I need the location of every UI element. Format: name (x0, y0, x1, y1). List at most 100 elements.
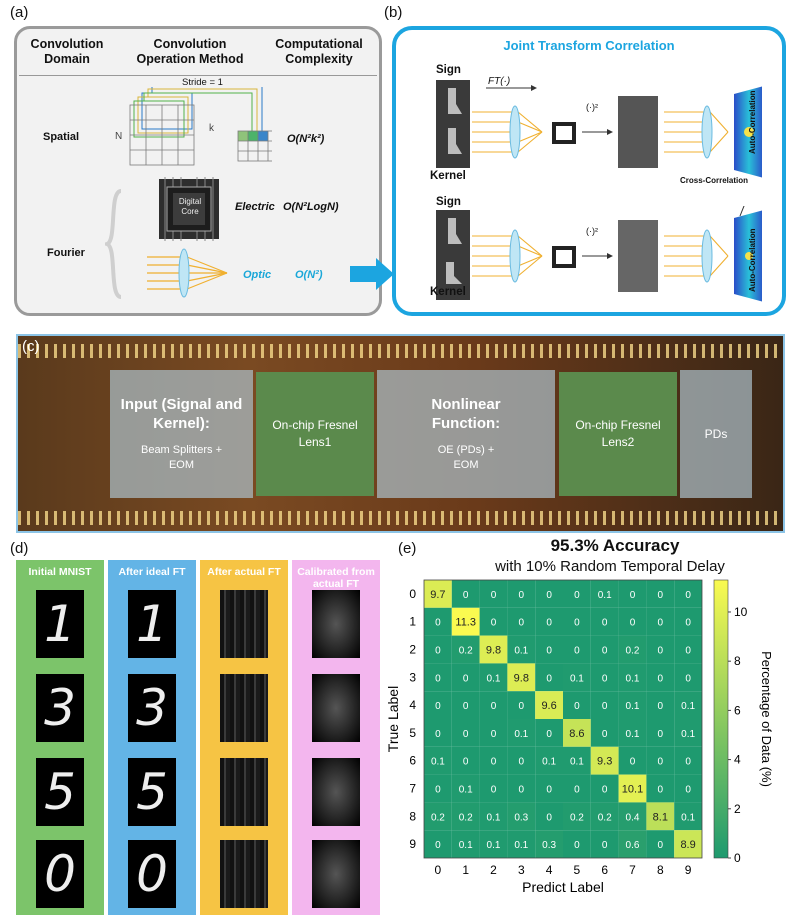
cell-value-label: 0 (630, 618, 636, 629)
x-tick-label: 6 (601, 863, 608, 877)
heatmap-cell (535, 607, 563, 636)
method-electric: Electric (235, 201, 275, 213)
y-tick-label: 1 (409, 615, 416, 629)
heatmap-cell (451, 719, 480, 747)
heatmap-cell (507, 691, 536, 719)
x-tick-label: 7 (629, 863, 636, 877)
heatmap-cell (451, 663, 480, 692)
heatmap-cell (674, 663, 702, 692)
heatmap-cell (535, 663, 563, 692)
cell-value-label: 0.3 (514, 812, 528, 823)
heatmap-cell (479, 580, 508, 608)
heatmap-border (423, 579, 703, 859)
heatmap-cell (479, 663, 508, 692)
panel-label-a: (a) (10, 4, 29, 21)
nonlinear-block: Nonlinear Function: OE (PDs) + EOM (377, 370, 555, 498)
heatmap-cell (507, 746, 536, 775)
heatmap-cell (674, 802, 702, 831)
spatial-convolution-diagram (129, 87, 272, 166)
mnist-tile (220, 840, 268, 908)
cell-value-label: 9.7 (430, 589, 445, 601)
y-tick-label: 6 (409, 754, 416, 768)
cell-value-label: 0 (685, 673, 691, 684)
heatmap-cell (479, 774, 508, 803)
cell-value-label: 0 (519, 757, 525, 768)
colorbar-tick-label: 10 (734, 605, 748, 619)
cell-value-label: 0 (435, 840, 441, 851)
chart-title: 95.3% Accuracy (550, 536, 680, 555)
header-domain: Convolution Domain (30, 37, 104, 66)
heatmap-cell (424, 691, 452, 719)
cell-value-label: 0 (658, 701, 664, 712)
cell-value-label: 0 (463, 757, 469, 768)
cell-value-label: 9.6 (541, 700, 556, 712)
heatmap-cell (479, 802, 508, 831)
cell-value-label: 0 (685, 590, 691, 601)
cell-value-label: 0 (574, 840, 580, 851)
cell-value-label: 0 (574, 618, 580, 629)
heatmap-cell (451, 607, 480, 636)
heatmap-cell (479, 719, 508, 747)
cell-value-label: 0 (546, 618, 552, 629)
heatmap-cell (424, 719, 452, 747)
mnist-tile (312, 674, 360, 742)
heatmap-cell (507, 802, 536, 831)
y-axis-label: True Label (385, 686, 401, 752)
method-optic: Optic (243, 269, 272, 281)
cell-value-label: 0 (685, 618, 691, 629)
fourier-brace (105, 189, 122, 299)
heatmap-cell (535, 774, 563, 803)
cell-value-label: 0 (491, 618, 497, 629)
heatmap-cell (563, 635, 591, 664)
cell-value-label: 0 (435, 729, 441, 740)
heatmap-cell (507, 774, 536, 803)
cell-value-label: 0.1 (487, 812, 501, 823)
x-tick-label: 1 (462, 863, 469, 877)
bottom-kernel-label: Kernel (430, 286, 466, 298)
heatmap-cell (674, 746, 702, 775)
heatmap-cell (535, 830, 563, 858)
colorbar (713, 579, 729, 859)
heatmap-cell (674, 719, 702, 747)
cell-value-label: 8.6 (569, 728, 584, 740)
heatmap-cell (507, 635, 536, 664)
cross-correlation-label: Cross-Correlation (680, 176, 749, 185)
cell-value-label: 0 (602, 729, 608, 740)
cell-value-label: 0 (519, 785, 525, 796)
y-tick-label: 8 (409, 809, 416, 823)
heatmap-cell (479, 691, 508, 719)
mnist-tile: 1 (128, 590, 176, 658)
panel-label-e: (e) (398, 540, 417, 557)
digital-core-chip-icon (159, 177, 219, 241)
cell-value-label: 0 (491, 729, 497, 740)
heatmap-cell (590, 635, 619, 664)
heatmap-cell (674, 830, 702, 858)
heatmap-cell (618, 607, 647, 636)
cell-value-label: 0 (574, 590, 580, 601)
cell-value-label: 0 (658, 646, 664, 657)
mnist-column-label: After ideal FT (118, 566, 186, 578)
chart-subtitle: with 10% Random Temporal Delay (495, 558, 725, 575)
cell-value-label: 0 (491, 785, 497, 796)
heatmap-cell (507, 830, 536, 858)
cell-value-label: 0 (463, 701, 469, 712)
heatmap-cell (674, 635, 702, 664)
cell-value-label: 0 (602, 618, 608, 629)
panel-label-b: (b) (384, 4, 403, 21)
cell-value-label: 0.1 (681, 812, 695, 823)
chip-pad-row-bottom (18, 511, 783, 525)
lens2-block-body: On-chip Fresnel Lens2 (575, 418, 661, 449)
chip-pad-row-top (18, 344, 783, 358)
y-tick-label: 5 (409, 726, 416, 740)
colorbar-tick-label: 6 (734, 703, 741, 717)
x-tick-label: 8 (657, 863, 664, 877)
cell-value-label: 0 (602, 673, 608, 684)
heatmap-cell (563, 830, 591, 858)
heatmap-cell (618, 691, 647, 719)
heatmap-cell (590, 580, 619, 608)
cell-value-label: 0.1 (514, 729, 528, 740)
cell-value-label: 0 (685, 646, 691, 657)
cell-value-label: 8.1 (653, 811, 668, 823)
heatmap-cell (424, 635, 452, 664)
cell-value-label: 0 (435, 673, 441, 684)
